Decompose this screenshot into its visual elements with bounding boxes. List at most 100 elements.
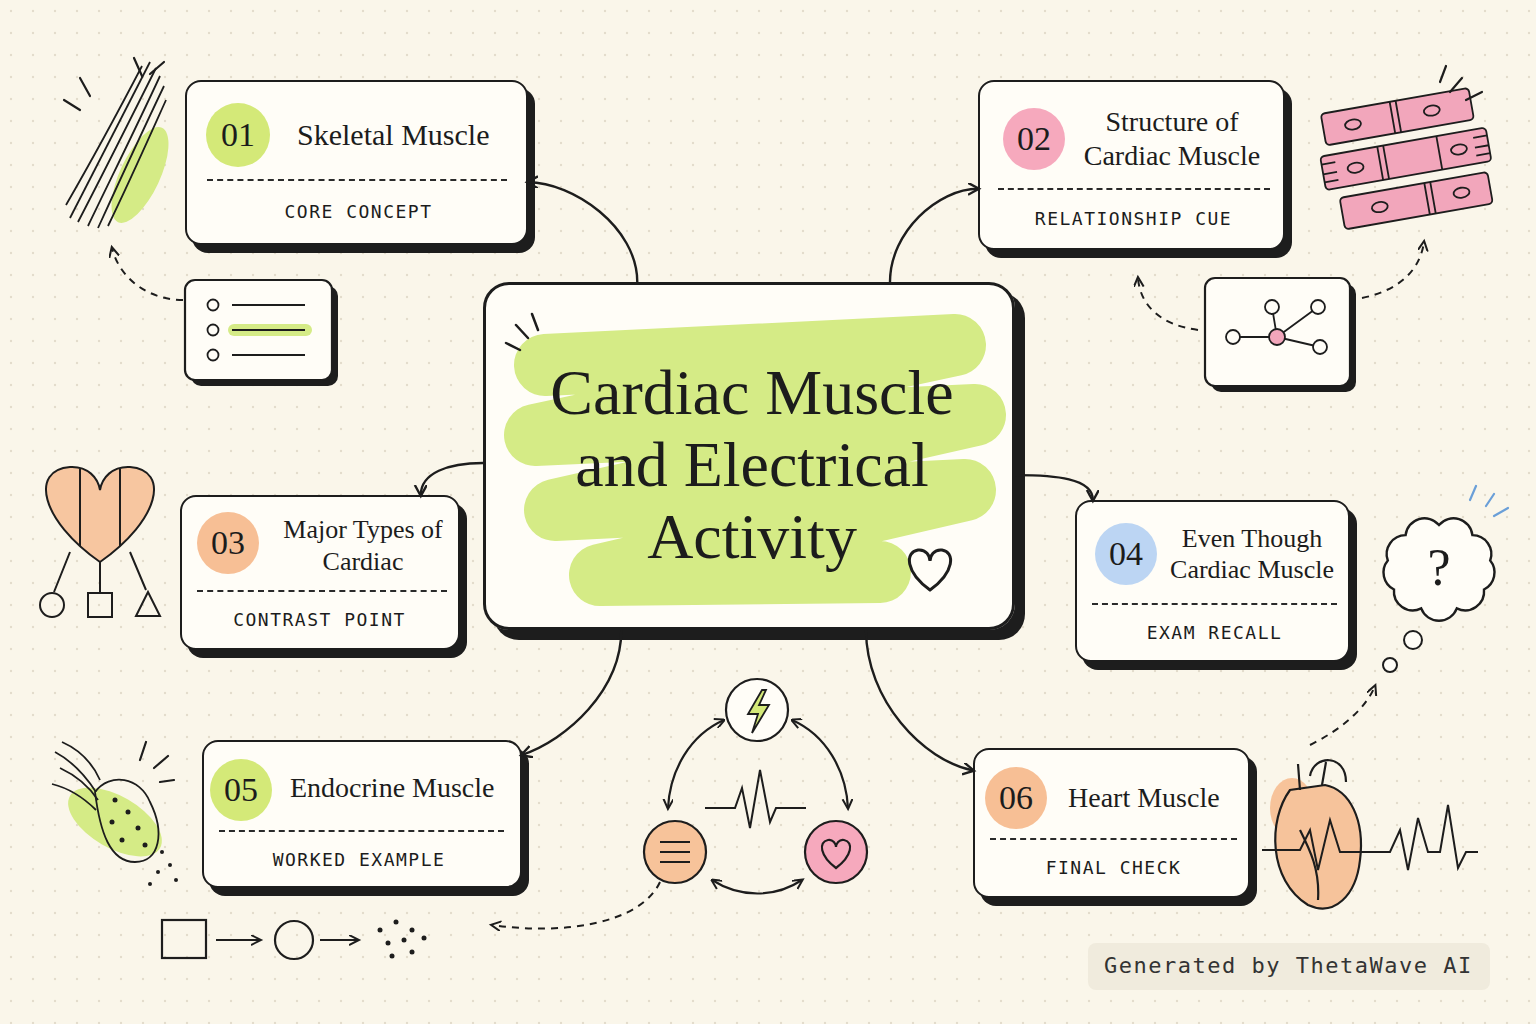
cardiac-cell-sketch-part-part [1344,118,1361,131]
process-strip [162,920,427,960]
process-strip-part-part [410,950,415,955]
thought-bubbles-part [1404,631,1422,649]
process-strip-part-part [422,936,427,941]
connector-arrow [866,630,973,771]
dashed-divider [207,179,507,181]
cardiac-cell-sketch [1313,66,1499,232]
topic-card: Heart MuscleFINAL CHECK 06 [973,748,1250,898]
dashed-divider [219,830,504,832]
dashed-pointer [492,882,660,929]
process-strip-part-part [386,941,391,946]
topic-card: Endocrine MuscleWORKED EXAMPLE05 [202,740,522,888]
gland-sketch-part-part [120,838,125,843]
connector-arrow [528,182,637,282]
number-badge: 04 [1095,523,1157,585]
muscle-fiber-sketch [64,58,180,231]
gland-sketch-part-part [160,850,164,854]
list-icon-card [185,280,338,386]
gland-sketch-part-part [136,826,141,831]
cycle-icons-part [805,821,867,883]
dashed-divider [998,188,1270,190]
process-strip-part [162,920,206,958]
cycle-icons-part [792,720,848,808]
number-text: 06 [999,781,1033,815]
number-text: 01 [221,118,255,152]
network-icon-card-part [1269,329,1285,345]
number-text: 04 [1109,537,1143,571]
striped-heart-sketch-part [40,593,64,617]
topic-title: Major Types of Cardiac [270,514,456,578]
topic-title: Heart Muscle [1068,781,1248,814]
dashed-pointer [1310,686,1375,745]
watermark-text: Generated by ThetaWave AI [1104,953,1473,979]
topic-card: Skeletal MuscleCORE CONCEPT 01 [185,80,528,245]
striped-heart-sketch-part [80,469,120,546]
heart-ecg-sketch-part [1262,805,1478,870]
list-icon-card-part [208,350,219,361]
gland-sketch-part [95,780,158,862]
connector-arrow [890,189,978,282]
topic-tag: EXAM RECALL [1077,622,1352,643]
cardiac-cell-sketch-part [1313,86,1499,231]
network-icon-card-part [1205,278,1350,386]
list-icon-card-part [185,280,332,380]
muscle-fiber-sketch-part [108,100,166,226]
topic-tag: CORE CONCEPT [187,201,530,222]
number-text: 02 [1017,122,1051,156]
topic-card: Structure of Cardiac MuscleRELATIONSHIP … [978,80,1285,250]
number-badge: 06 [985,767,1047,829]
muscle-fiber-sketch-part [98,86,164,228]
topic-title: Cardiac Muscle and Electrical Activity [522,357,982,573]
number-text: 05 [224,773,258,807]
topic-title: Skeletal Muscle [297,117,525,152]
network-icon-card [1205,278,1356,392]
cardiac-cell-sketch-part-part [1322,135,1491,182]
process-strip-part [275,921,313,959]
list-icon-card-part [232,305,305,355]
process-strip-part [216,939,260,941]
question-mark: ? [1427,542,1450,594]
cycle-icons-part [660,842,690,862]
heart-ecg-sketch-part [1298,760,1346,900]
striped-heart-sketch-part [54,552,146,592]
gland-sketch-part-part [126,810,131,815]
hub-fill-part [483,282,1015,630]
gland-sketch [52,742,178,886]
number-badge: 03 [197,512,259,574]
cardiac-cell-sketch-part-part [1347,161,1364,174]
cardiac-cell-sketch-part-part [1453,186,1470,199]
process-strip-part-part [390,954,395,959]
dashed-divider [1092,603,1337,605]
topic-tag: RELATIONSHIP CUE [980,208,1287,229]
cycle-icons-part [748,690,769,733]
thought-cloud: ? [1372,512,1506,624]
dashed-divider [990,838,1237,840]
cardiac-cell-sketch-part [1440,66,1482,100]
gland-sketch-part [57,773,173,870]
process-strip-part-part [394,920,399,925]
process-strip-part [378,920,427,959]
connector-arrow [421,463,483,495]
cycle-icons-part [644,821,706,883]
thought-bubbles [1383,631,1422,672]
cardiac-cell-sketch-part-part [1450,143,1467,156]
heart-ecg-sketch [1262,760,1478,908]
network-icon-card-part [1311,300,1325,314]
cardiac-cell-sketch-part-part [1423,104,1440,117]
topic-title: Even Though Cardiac Muscle [1157,523,1347,585]
hub-fill-part [909,550,950,590]
network-icon-card-part [1265,300,1279,314]
topic-tag: FINAL CHECK [975,857,1252,878]
cardiac-cell-sketch-part-part [1340,172,1493,230]
muscle-fiber-sketch-part [64,58,164,110]
process-strip-part-part [410,928,415,933]
gland-sketch-part-part [110,820,115,825]
cardiac-cell-sketch-part-part [1371,201,1388,214]
dashed-pointer [1362,242,1424,298]
network-icon-card-part [1313,340,1327,354]
cycle-icons-part [822,840,850,868]
muscle-fiber-sketch-part [78,68,156,222]
striped-heart-sketch [40,467,160,617]
